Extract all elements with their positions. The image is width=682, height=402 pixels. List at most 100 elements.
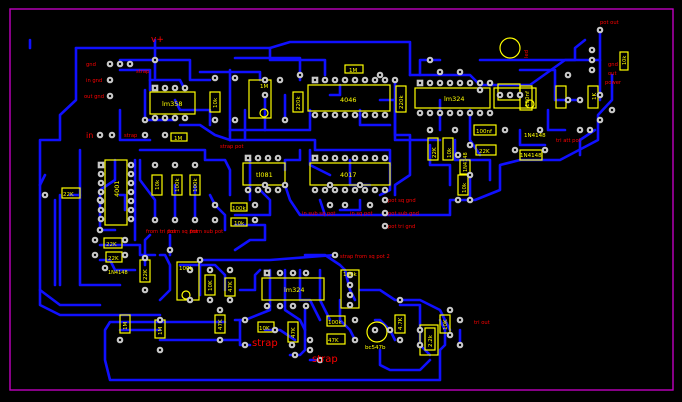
val-100k-g: 100k	[328, 320, 342, 326]
net-strap-from-sq-pot: strap from sq pot 2	[340, 254, 390, 260]
val-1n4148-a: 1N4148	[524, 133, 546, 139]
val-22k-d: 22K	[106, 242, 117, 248]
pad-hole	[304, 304, 308, 308]
pad-hole	[43, 193, 47, 197]
val-47k-e: 4.7K	[398, 317, 404, 330]
val-22k-a: 22K	[479, 149, 490, 155]
net-tri-att-pot: tri att pot	[556, 138, 581, 144]
pad-hole	[343, 188, 347, 192]
val-22k-e: 22K	[108, 256, 119, 262]
pad-hole	[448, 308, 452, 312]
pad-hole	[358, 183, 362, 187]
pad-hole	[468, 173, 472, 177]
chip-4017: 4017	[340, 171, 357, 179]
pad-hole	[428, 128, 432, 132]
pad-hole	[363, 113, 367, 117]
pad-hole	[188, 298, 192, 302]
pad-hole	[348, 303, 352, 307]
pad-hole	[103, 266, 107, 270]
pad-hole	[129, 217, 133, 221]
pad-hole	[590, 58, 594, 62]
led-outline	[499, 37, 521, 59]
pad-hole	[458, 318, 462, 322]
pad-hole	[578, 98, 582, 102]
val-1m-e: 1M	[260, 84, 268, 90]
power-label: v+	[151, 35, 164, 45]
pad-hole	[598, 28, 602, 32]
pad-hole	[333, 78, 337, 82]
val-47k-b: 47K	[218, 319, 224, 330]
pad-hole	[153, 218, 157, 222]
pad-hole	[129, 199, 133, 203]
pad-hole	[129, 190, 133, 194]
val-1m-b: 1M	[349, 68, 357, 74]
pad-hole	[276, 188, 280, 192]
pad-hole	[418, 111, 422, 115]
pad-hole	[348, 273, 352, 277]
pad-hole	[163, 116, 167, 120]
chip-lm358: lm358	[162, 100, 183, 108]
val-1m-d: 1M	[158, 327, 164, 335]
pad-hole	[323, 78, 327, 82]
pad-hole	[99, 208, 103, 212]
net-power-right: power	[605, 80, 622, 86]
val-1m-c: 1M	[123, 322, 129, 330]
pad-hole	[173, 163, 177, 167]
pad-hole	[118, 338, 122, 342]
pad-hole	[129, 181, 133, 185]
pad-hole	[313, 113, 317, 117]
val-220k-a: 220k	[296, 96, 302, 110]
val-1k: 1K	[592, 93, 598, 100]
pad-hole	[428, 58, 432, 62]
val-10k-f: 10k	[234, 221, 245, 227]
chip-lm358-outline	[149, 91, 196, 115]
val-1n4148-b: 1N4148	[520, 153, 542, 159]
pad-hole	[273, 328, 277, 332]
pad-hole	[193, 218, 197, 222]
pad-hole	[129, 172, 133, 176]
pad-hole	[333, 253, 337, 257]
pad-hole	[228, 298, 232, 302]
val-bc547b: bc547b	[365, 345, 386, 351]
chip-4001-outline	[104, 159, 128, 226]
pad-hole	[98, 133, 102, 137]
pad-hole	[353, 156, 357, 160]
pad-hole	[393, 78, 397, 82]
val-22k-c: 22K	[63, 192, 74, 198]
pad-hole	[448, 333, 452, 337]
chip-4017-outline	[309, 162, 391, 186]
pad-hole	[193, 163, 197, 167]
pad-hole	[246, 188, 250, 192]
pad-hole	[468, 143, 472, 147]
labels: v+ gnd in gnd out gnd strap in strap str…	[63, 20, 628, 365]
pad-hole	[353, 113, 357, 117]
pad-hole	[276, 156, 280, 160]
pad-hole	[598, 118, 602, 122]
pad-hole	[298, 73, 302, 77]
pad-hole	[578, 128, 582, 132]
pad-hole	[213, 118, 217, 122]
pad-hole	[98, 228, 102, 232]
pad-hole	[278, 304, 282, 308]
pad-hole	[158, 318, 162, 322]
pad-hole	[153, 86, 157, 90]
pad-hole	[98, 198, 102, 202]
net-in-gnd: in gnd	[86, 78, 102, 84]
pad-hole	[143, 256, 147, 260]
pad-hole	[363, 188, 367, 192]
net-gnd-right: gnd	[608, 62, 618, 68]
pad-hole	[373, 188, 377, 192]
val-10k-i: 10K	[443, 319, 449, 330]
pad-hole	[363, 156, 367, 160]
val-2k2: 2.2k	[428, 334, 434, 347]
pad-hole	[143, 288, 147, 292]
pad-hole	[508, 93, 512, 97]
pad-hole	[328, 183, 332, 187]
pad-hole	[566, 73, 570, 77]
net-from-tri-pot: from tri pot	[146, 229, 175, 235]
pad-hole	[503, 128, 507, 132]
net-led: led	[524, 50, 530, 58]
val-1n4148-c: 1N4148	[463, 152, 469, 172]
pad-hole	[373, 78, 377, 82]
